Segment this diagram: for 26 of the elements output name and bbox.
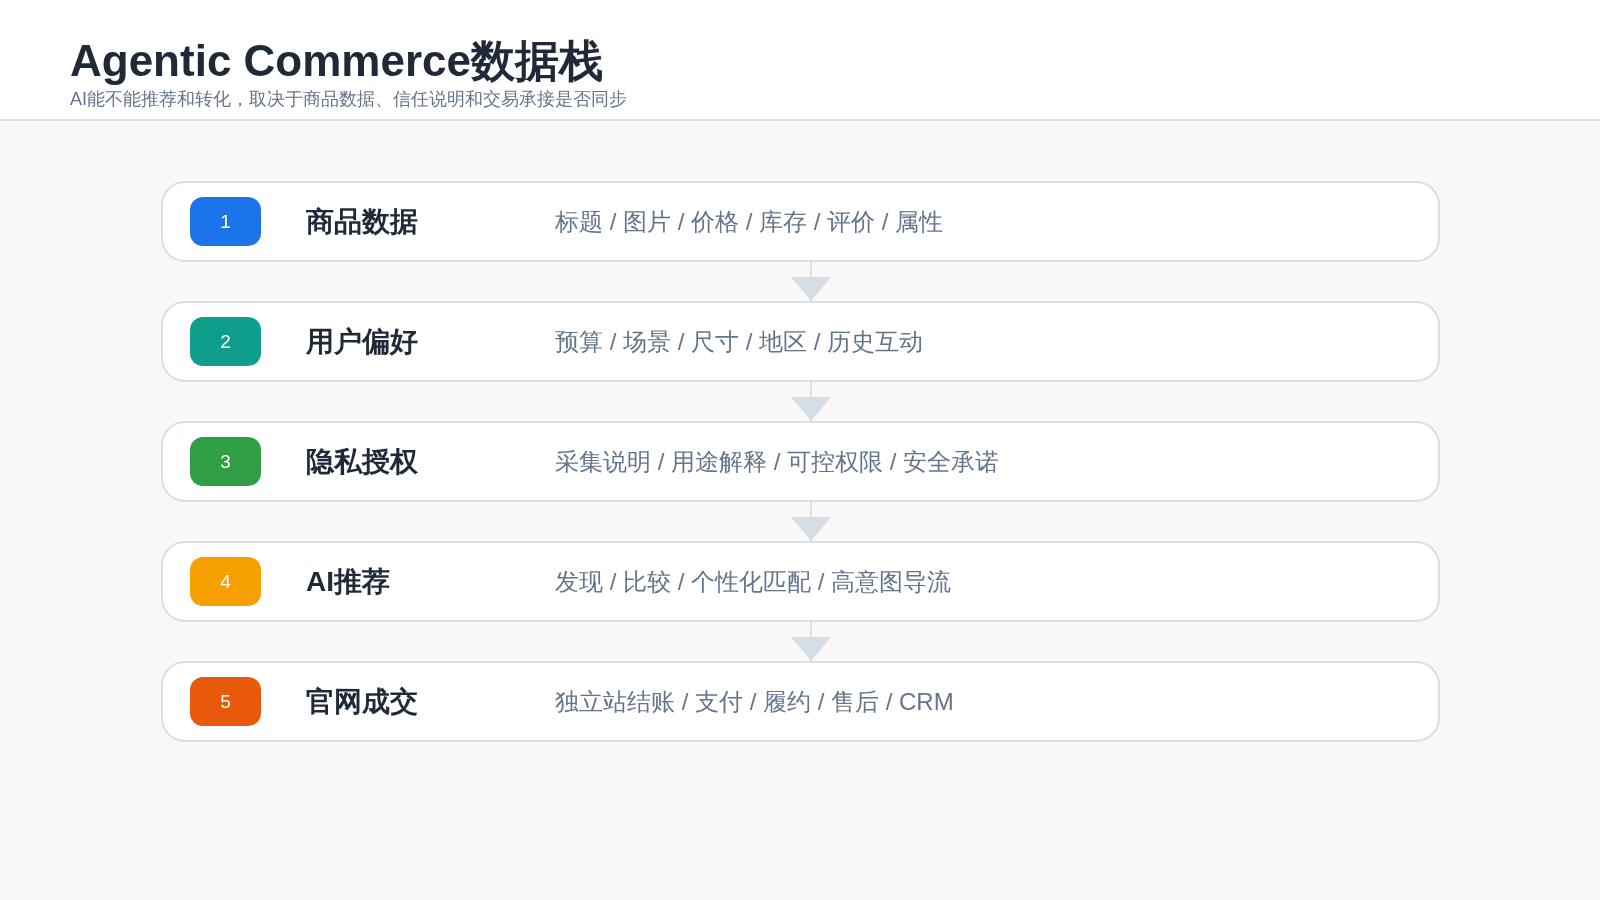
step-title: AI推荐: [306, 564, 390, 599]
step-title: 商品数据: [306, 204, 418, 239]
flow-arrow: [791, 621, 831, 662]
step-card: [161, 661, 1440, 742]
step-number-badge: 3: [190, 437, 261, 486]
step-card: [161, 181, 1440, 262]
step-description: 发现 / 比较 / 个性化匹配 / 高意图导流: [555, 567, 951, 596]
step-description: 预算 / 场景 / 尺寸 / 地区 / 历史互动: [555, 327, 923, 356]
step-number-badge: 1: [190, 197, 261, 246]
step-number-badge: 4: [190, 557, 261, 606]
flow-arrow: [791, 261, 831, 302]
step-title: 用户偏好: [306, 324, 418, 359]
flow-arrow: [791, 501, 831, 542]
step-number-badge: 5: [190, 677, 261, 726]
step-title: 隐私授权: [306, 444, 418, 479]
page-title: Agentic Commerce数据栈: [70, 36, 603, 87]
flow-arrow: [791, 381, 831, 422]
step-description: 独立站结账 / 支付 / 履约 / 售后 / CRM: [555, 687, 954, 716]
step-card: [161, 421, 1440, 502]
step-card: [161, 301, 1440, 382]
step-description: 采集说明 / 用途解释 / 可控权限 / 安全承诺: [555, 447, 999, 476]
step-number-badge: 2: [190, 317, 261, 366]
step-card: [161, 541, 1440, 622]
page-subtitle: AI能不能推荐和转化，取决于商品数据、信任说明和交易承接是否同步: [70, 89, 627, 111]
step-title: 官网成交: [306, 684, 418, 719]
step-description: 标题 / 图片 / 价格 / 库存 / 评价 / 属性: [555, 207, 944, 236]
